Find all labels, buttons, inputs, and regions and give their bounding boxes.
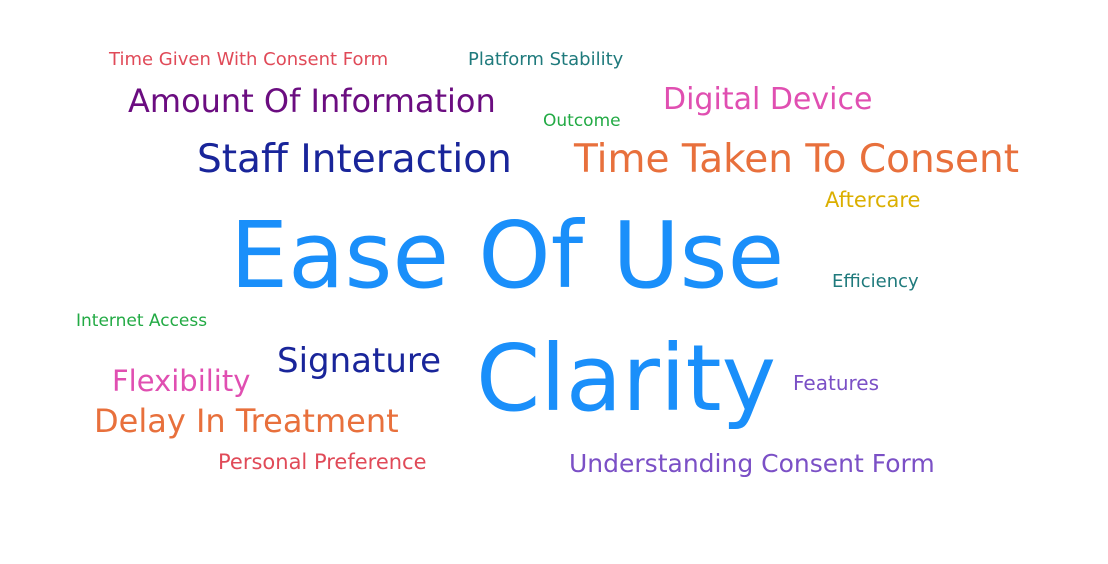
word-digital-device: Digital Device: [663, 82, 873, 117]
word-signature: Signature: [277, 341, 442, 381]
word-outcome: Outcome: [543, 111, 621, 131]
word-internet-access: Internet Access: [76, 311, 208, 331]
word-time-taken-to-consent: Time Taken To Consent: [574, 137, 1019, 182]
word-staff-interaction: Staff Interaction: [197, 137, 512, 182]
word-amount-of-information: Amount Of Information: [128, 82, 496, 120]
word-clarity: Clarity: [476, 325, 777, 432]
word-ease-of-use: Ease Of Use: [230, 202, 785, 309]
word-aftercare: Aftercare: [825, 188, 921, 212]
word-platform-stability: Platform Stability: [468, 49, 624, 70]
word-time-given-with-consent-form: Time Given With Consent Form: [109, 49, 389, 70]
word-features: Features: [793, 371, 879, 395]
word-efficiency: Efficiency: [832, 271, 919, 292]
word-understanding-consent-form: Understanding Consent Form: [569, 449, 935, 478]
word-delay-in-treatment: Delay In Treatment: [94, 402, 399, 440]
word-personal-preference: Personal Preference: [218, 450, 427, 474]
word-flexibility: Flexibility: [112, 364, 251, 398]
